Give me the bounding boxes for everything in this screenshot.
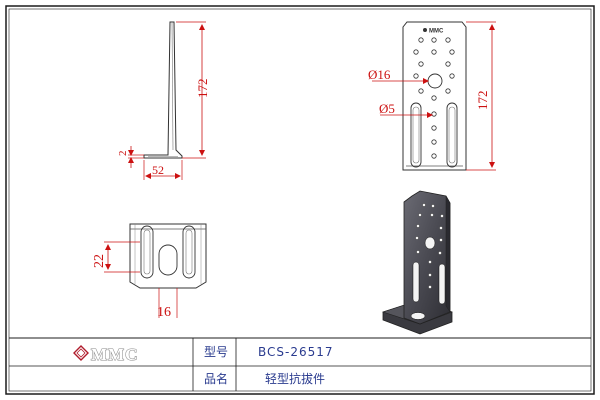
front-right-slot [446, 102, 458, 168]
bottom-view: 22 16 [92, 223, 207, 320]
front-big-hole-label: Ø16 [368, 67, 391, 82]
isometric-view [382, 190, 453, 335]
logo-text: MMC [91, 345, 138, 364]
model-value: BCS-26517 [258, 345, 334, 359]
iso-holes [415, 203, 444, 289]
bottom-slot-length-label: 22 [92, 254, 107, 268]
front-view: MMC 172 Ø16 Ø5 [368, 21, 496, 171]
bottom-right-slot [182, 225, 196, 279]
bottom-right-slot-inner [185, 229, 193, 275]
bottom-left-slot [140, 225, 154, 279]
bottom-left-slot-inner [143, 229, 151, 275]
front-plate-logo-icon [423, 28, 427, 32]
front-small-hole-label: Ø5 [379, 101, 395, 116]
logo-diamond-icon [73, 345, 89, 361]
iso-big-hole [424, 236, 436, 250]
side-height-label: 172 [195, 79, 210, 99]
front-plate-logo-text: MMC [429, 29, 444, 35]
front-left-slot [410, 102, 422, 168]
name-label: 品名 [204, 371, 228, 386]
model-label: 型号 [204, 345, 228, 359]
company-logo: MMC [73, 344, 138, 365]
side-view: 172 52 2 [117, 21, 210, 180]
front-left-slot-inner [412, 106, 420, 164]
bottom-slot-width-label: 16 [157, 305, 171, 320]
name-value: 轻型抗拔件 [265, 371, 325, 386]
iso-plate-edge [445, 195, 451, 313]
title-block: MMC 型号 BCS-26517 品名 轻型抗拔件 [9, 337, 591, 391]
side-thickness-label: 2 [117, 151, 129, 157]
front-small-holes [413, 37, 455, 159]
side-base-label: 52 [152, 163, 164, 177]
bottom-center-slot [158, 244, 178, 276]
side-profile-outline [143, 21, 183, 159]
iso-left-slot [412, 261, 420, 303]
sheet-border [5, 5, 595, 395]
logo-diamond-inner-icon [76, 348, 86, 358]
iso-base-slot [410, 312, 426, 320]
front-height-label: 172 [475, 91, 490, 111]
bottom-plate-outline [129, 223, 207, 289]
iso-right-slot [438, 263, 446, 305]
sheet-inner-border [8, 8, 592, 392]
front-right-slot-inner [448, 106, 456, 164]
side-profile-inner-line [171, 21, 174, 151]
